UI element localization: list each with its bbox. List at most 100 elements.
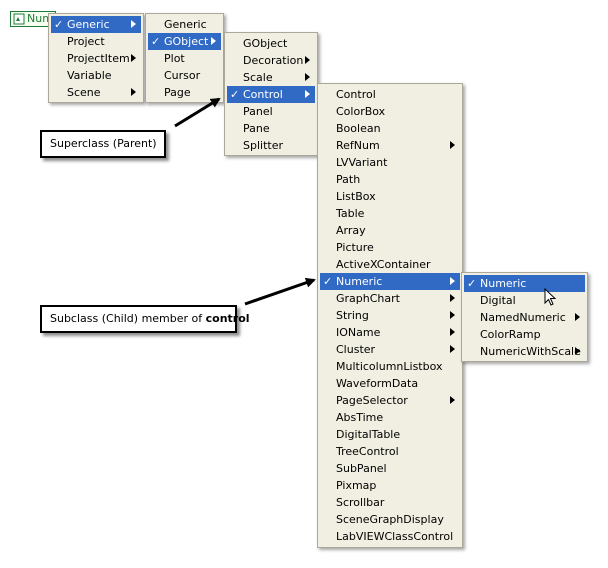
menu-item-label: Scrollbar bbox=[336, 496, 385, 509]
check-icon: ✓ bbox=[467, 277, 477, 290]
subclass-callout-bold: control bbox=[205, 312, 250, 325]
menu-item-label: Pixmap bbox=[336, 479, 377, 492]
menu-item-label: Control bbox=[336, 88, 376, 101]
submenu-arrow-icon bbox=[131, 20, 136, 28]
menu-item-table[interactable]: Table bbox=[320, 205, 460, 222]
menu-item-label: ListBox bbox=[336, 190, 376, 203]
menu-item-refnum[interactable]: RefNum bbox=[320, 137, 460, 154]
menu-item-cursor[interactable]: Cursor bbox=[148, 67, 221, 84]
menu-item-label: Page bbox=[164, 86, 191, 99]
menu-item-project[interactable]: Project bbox=[51, 33, 141, 50]
menu-item-label: Path bbox=[336, 173, 361, 186]
superclass-callout-text: Superclass (Parent) bbox=[50, 137, 157, 150]
menu-item-abstime[interactable]: AbsTime bbox=[320, 409, 460, 426]
menu-item-pixmap[interactable]: Pixmap bbox=[320, 477, 460, 494]
menu-item-variable[interactable]: Variable bbox=[51, 67, 141, 84]
menu-item-numeric[interactable]: ✓Numeric bbox=[464, 275, 585, 292]
menu-item-projectitem[interactable]: ProjectItem bbox=[51, 50, 141, 67]
menu-item-label: ColorRamp bbox=[480, 328, 541, 341]
check-icon: ✓ bbox=[54, 18, 64, 31]
menu-item-label: Generic bbox=[67, 18, 110, 31]
menu-item-namednumeric[interactable]: NamedNumeric bbox=[464, 309, 585, 326]
submenu-arrow-icon bbox=[450, 345, 455, 353]
menu-item-lvvariant[interactable]: LVVariant bbox=[320, 154, 460, 171]
menu-item-label: Boolean bbox=[336, 122, 381, 135]
menu-item-label: Splitter bbox=[243, 139, 283, 152]
menu-item-plot[interactable]: Plot bbox=[148, 50, 221, 67]
menu-item-panel[interactable]: Panel bbox=[227, 103, 315, 120]
menu-item-label: LabVIEWClassControl bbox=[336, 530, 454, 543]
menu-item-numericwithscale[interactable]: NumericWithScale bbox=[464, 343, 585, 360]
menu-item-label: IOName bbox=[336, 326, 381, 339]
menu-item-label: Array bbox=[336, 224, 366, 237]
menu-item-pane[interactable]: Pane bbox=[227, 120, 315, 137]
menu-item-label: Numeric bbox=[480, 277, 527, 290]
menu-item-waveformdata[interactable]: WaveformData bbox=[320, 375, 460, 392]
menu-item-listbox[interactable]: ListBox bbox=[320, 188, 460, 205]
mouse-pointer-icon bbox=[544, 288, 557, 306]
menu-item-scenegraphdisplay[interactable]: SceneGraphDisplay bbox=[320, 511, 460, 528]
menu-item-label: GObject bbox=[164, 35, 209, 48]
menu-item-control[interactable]: Control bbox=[320, 86, 460, 103]
menu-item-colorbox[interactable]: ColorBox bbox=[320, 103, 460, 120]
menu-item-picture[interactable]: Picture bbox=[320, 239, 460, 256]
menu-item-treecontrol[interactable]: TreeControl bbox=[320, 443, 460, 460]
menu-item-multicolumnlistbox[interactable]: MulticolumnListbox bbox=[320, 358, 460, 375]
menu-item-decoration[interactable]: Decoration bbox=[227, 52, 315, 69]
menu-item-array[interactable]: Array bbox=[320, 222, 460, 239]
menu-item-ioname[interactable]: IOName bbox=[320, 324, 460, 341]
menu-item-labviewclasscontrol[interactable]: LabVIEWClassControl bbox=[320, 528, 460, 545]
subclass-callout: Subclass (Child) member of control bbox=[40, 305, 250, 333]
menu-item-label: Plot bbox=[164, 52, 185, 65]
menu-item-generic[interactable]: ✓Generic bbox=[51, 16, 141, 33]
menu-item-digitaltable[interactable]: DigitalTable bbox=[320, 426, 460, 443]
numeric-control-terminal[interactable]: Num bbox=[10, 11, 56, 27]
menu-item-label: Table bbox=[336, 207, 365, 220]
menu-item-label: RefNum bbox=[336, 139, 380, 152]
menu-item-gobject[interactable]: ✓GObject bbox=[148, 33, 221, 50]
menu-item-generic[interactable]: Generic bbox=[148, 16, 221, 33]
menu-item-string[interactable]: String bbox=[320, 307, 460, 324]
menu-item-label: PageSelector bbox=[336, 394, 408, 407]
menu-item-splitter[interactable]: Splitter bbox=[227, 137, 315, 154]
menu-item-label: ActiveXContainer bbox=[336, 258, 431, 271]
menu-item-scrollbar[interactable]: Scrollbar bbox=[320, 494, 460, 511]
menu-item-boolean[interactable]: Boolean bbox=[320, 120, 460, 137]
menu-item-label: Pane bbox=[243, 122, 270, 135]
subclass-callout-text: Subclass (Child) member of bbox=[50, 312, 206, 325]
menu-item-digital[interactable]: Digital bbox=[464, 292, 585, 309]
menu-item-label: ColorBox bbox=[336, 105, 386, 118]
menu-item-gobject[interactable]: GObject bbox=[227, 35, 315, 52]
menu-item-label: Variable bbox=[67, 69, 112, 82]
menu-item-path[interactable]: Path bbox=[320, 171, 460, 188]
menu-item-numeric[interactable]: ✓Numeric bbox=[320, 273, 460, 290]
menu-item-label: NamedNumeric bbox=[480, 311, 566, 324]
menu-item-page[interactable]: Page bbox=[148, 84, 221, 101]
menu-item-activexcontainer[interactable]: ActiveXContainer bbox=[320, 256, 460, 273]
menu-item-label: Decoration bbox=[243, 54, 304, 67]
submenu-arrow-icon bbox=[575, 313, 580, 321]
submenu-arrow-icon bbox=[305, 56, 310, 64]
subclass-arrow bbox=[244, 277, 316, 306]
menu-item-label: Cluster bbox=[336, 343, 376, 356]
menu-item-label: NumericWithScale bbox=[480, 345, 581, 358]
menu-item-scale[interactable]: Scale bbox=[227, 69, 315, 86]
menu-item-label: Generic bbox=[164, 18, 207, 31]
menu-item-control[interactable]: ✓Control bbox=[227, 86, 315, 103]
numeric-control-label: Num bbox=[27, 12, 53, 25]
submenu-arrow-icon bbox=[131, 88, 136, 96]
menu-item-label: Cursor bbox=[164, 69, 201, 82]
check-icon: ✓ bbox=[151, 35, 161, 48]
menu-item-subpanel[interactable]: SubPanel bbox=[320, 460, 460, 477]
submenu-arrow-icon bbox=[450, 311, 455, 319]
menu-item-cluster[interactable]: Cluster bbox=[320, 341, 460, 358]
menu-item-graphchart[interactable]: GraphChart bbox=[320, 290, 460, 307]
submenu-arrow-icon bbox=[450, 328, 455, 336]
submenu-arrow-icon bbox=[131, 54, 136, 62]
menu-item-colorramp[interactable]: ColorRamp bbox=[464, 326, 585, 343]
menu-item-pageselector[interactable]: PageSelector bbox=[320, 392, 460, 409]
menu-item-scene[interactable]: Scene bbox=[51, 84, 141, 101]
